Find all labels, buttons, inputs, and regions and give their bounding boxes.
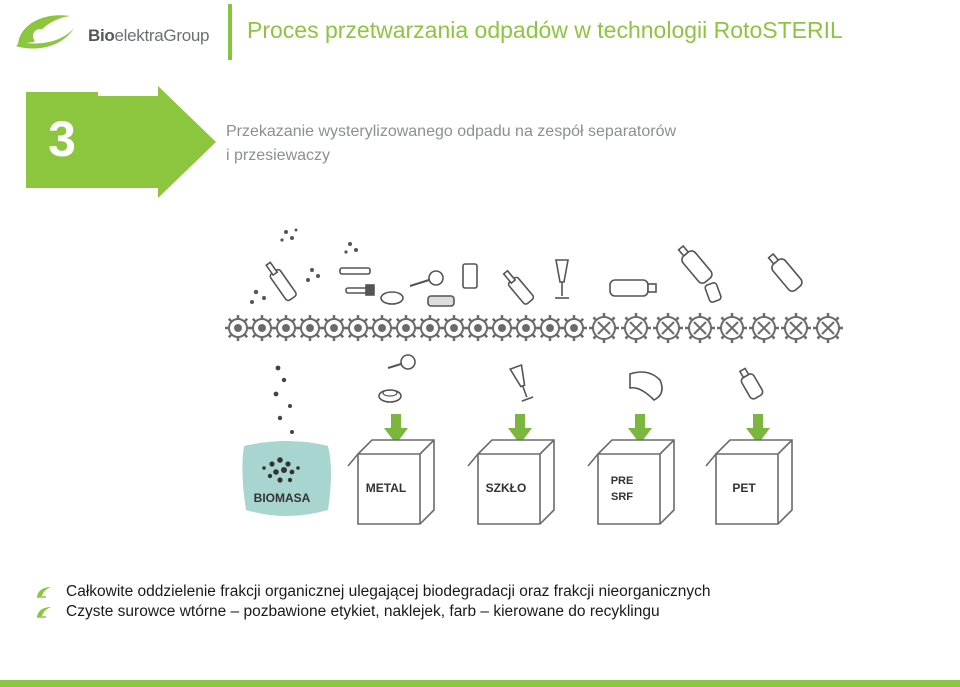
leaf-swoosh-icon [16,15,74,49]
pet-bottle-icon [738,367,764,400]
bullet-text: Całkowite oddzielenie frakcji organiczne… [66,583,711,600]
bin-pet: PET [705,439,793,525]
spoon-icon [409,270,444,287]
logo-brand-bold: Bio [88,26,115,45]
bin-pre-srf: PRE SRF [587,439,675,525]
header: BioelektraGroup Proces przetwarzania odp… [0,0,960,66]
leaf-bullet-icon [37,607,51,618]
tuna-can-icon [380,291,404,305]
bin-label-metal: METAL [366,481,406,495]
step-title-line-1: Przekazanie wysterylizowanego odpadu na … [226,123,677,140]
bin-szklo: SZKŁO [467,439,555,525]
waste-items-top [250,228,358,304]
logo-wordmark: BioelektraGroup [88,26,209,46]
leaf-bullet-icon [37,587,51,598]
step-number: 3 [48,111,76,167]
can-icon [378,389,402,403]
step-title-line-2: i przesiewaczy [226,147,331,164]
company-logo[interactable]: BioelektraGroup [10,6,225,58]
bullet-text: Czyste surowce wtórne – pozbawione etyki… [66,603,660,620]
bin-metal: METAL [347,439,435,525]
glass-bottle-icon [265,261,297,302]
bullet-item: Całkowite oddzielenie frakcji organiczne… [36,582,936,602]
bin-label-pre: PRE [611,475,634,487]
header-divider [228,4,232,60]
spoon-falling-icon [387,354,416,370]
down-arrows [384,414,770,444]
champagne-glass-icon [555,259,569,299]
food-tray-icon [427,295,455,307]
bin-label-srf: SRF [611,491,633,503]
pet-bottles-top-icon [609,244,803,303]
step-number-box: 3 [26,92,98,188]
bin-biomasa: BIOMASA [242,441,331,516]
logo-brand-suffix: Group [163,26,210,45]
page-title: Proces przetwarzania odpadów w technolog… [247,17,843,43]
step-title: Przekazanie wysterylizowanego odpadu na … [226,120,886,168]
star-roller-row [223,311,845,345]
beer-bottle-icon [502,269,535,305]
bin-label-pet: PET [732,481,756,495]
bin-label-biomasa: BIOMASA [254,491,311,505]
wine-glass-icon [509,363,534,402]
bin-label-szklo: SZKŁO [486,481,527,495]
step-arrow-icon [98,86,216,198]
footer-line [0,680,960,687]
logo-brand-rest: elektra [114,26,164,45]
bullet-item: Czyste surowce wtórne – pozbawione etyki… [36,602,936,622]
brush-icon [339,267,375,296]
bullet-list: Całkowite oddzielenie frakcji organiczne… [36,582,936,622]
biomass-particles-icon [273,365,294,434]
foil-bag-icon [629,371,663,401]
separation-diagram: BIOMASA METAL SZKŁO PRE SRF PET [223,228,845,525]
tin-can-icon [462,263,478,289]
